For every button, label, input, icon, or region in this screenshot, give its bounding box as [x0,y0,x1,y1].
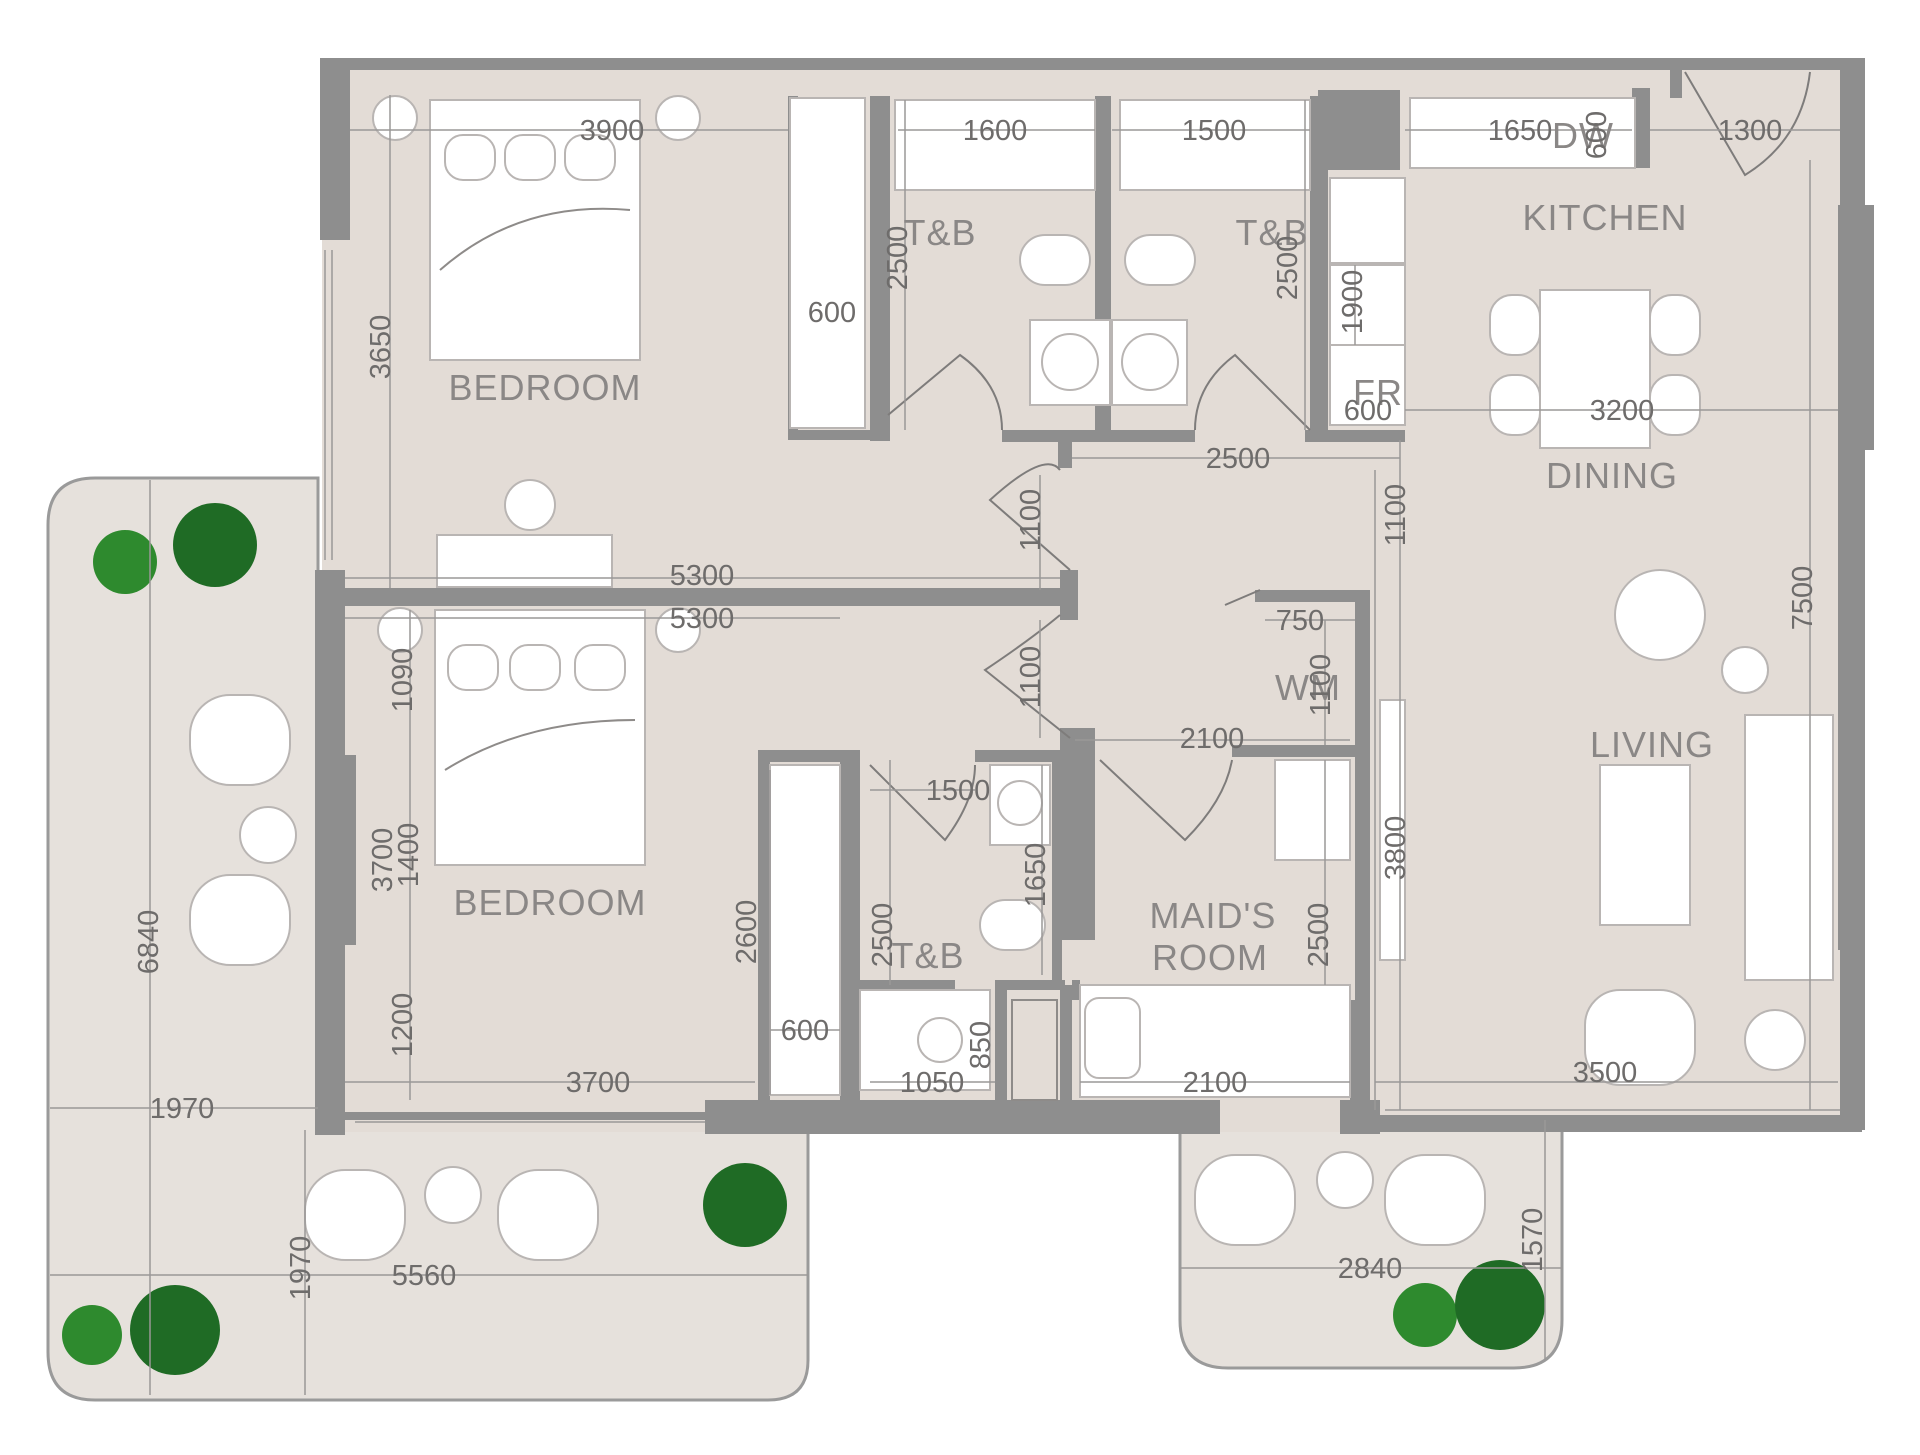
dim-living-7500: 7500 [1787,566,1819,631]
bedroom1-bed [429,99,641,361]
dim-wardrobe2-600: 600 [781,1015,829,1047]
room-label-tb-1: T&B [903,212,976,253]
dim-wardrobe1-600: 600 [808,297,856,329]
exterior-walls [315,58,1874,1135]
dim-tb3-1500: 1500 [926,775,991,807]
nightstands [372,95,701,653]
room-label-kitchen: KITCHEN [1522,197,1687,238]
room-label-fr: FR [1353,372,1403,413]
dim-bed2-1200: 1200 [387,993,419,1058]
dimension-lines [50,95,1840,1395]
room-label-tb-2: T&B [1235,212,1308,253]
dim-corridor-2500: 2500 [1206,443,1271,475]
dim-tb1-width: 1600 [963,115,1028,147]
dim-bed2-3700-v: 3700 [367,828,399,893]
dim-wm-750: 750 [1276,605,1324,637]
dim-tb2-width: 1500 [1182,115,1247,147]
dim-bed2-1090: 1090 [387,648,419,713]
dim-tb3-850: 850 [965,1021,997,1069]
room-label-bedroom-1: BEDROOM [448,367,641,408]
windows [324,250,1840,1123]
room-label-wm: WM [1275,667,1341,708]
dim-balc2-2840: 2840 [1338,1253,1403,1285]
dim-bed2-1400: 1400 [393,823,425,888]
dim-maid-2500: 2500 [1303,903,1335,968]
maid-bed [1079,759,1351,1098]
wardrobe-2 [769,764,841,1096]
dim-living-3800: 3800 [1380,816,1412,881]
dim-entry-1300: 1300 [1718,115,1783,147]
room-label-dw: DW [1552,115,1614,156]
dim-kitchen-width: 1650 [1488,115,1553,147]
balcony-furniture [189,694,1486,1261]
dim-kitchen-600: 600 [1581,111,1613,159]
dim-balc-5560: 5560 [392,1260,457,1292]
dim-bed2-3700-h: 3700 [566,1067,631,1099]
kitchen-fixtures [1329,97,1636,426]
door-swings [869,71,1811,842]
bathroom-fixtures [859,99,1311,1101]
dim-tb3-2500: 2500 [867,903,899,968]
room-label-maids-2: ROOM [1152,937,1268,978]
room-label-bedroom-2: BEDROOM [453,882,646,923]
room-label-tb-3: T&B [891,935,964,976]
dim-fridge-1900: 1900 [1337,270,1369,335]
wardrobe-1 [789,97,866,429]
dimension-labels: 3900 3650 1600 2500 1500 2500 1650 600 1… [133,111,1819,1300]
dim-tb3-1050: 1050 [900,1067,965,1099]
apartment-floor [322,62,1862,1132]
dim-bed1-width: 3900 [580,115,645,147]
dining-table [1489,289,1701,449]
living-furniture [1379,569,1834,1086]
dim-wm-2100: 2100 [1180,723,1245,755]
dim-wardrobe2-2600: 2600 [731,900,763,965]
dim-wm-1100: 1100 [1305,654,1337,716]
dim-corridor-1100-c: 1100 [1380,484,1412,546]
potted-plants [62,503,1806,1375]
dim-maid-2100: 2100 [1183,1067,1248,1099]
dim-fridge-600: 600 [1344,395,1392,427]
room-label-living: LIVING [1590,724,1714,765]
dim-dining-3200: 3200 [1590,395,1655,427]
room-label-maids-1: MAID'S [1150,895,1277,936]
dim-tb3-1650: 1650 [1020,843,1052,908]
dim-corridor-1100-a: 1100 [1015,489,1047,551]
dim-bed2-5300: 5300 [670,603,735,635]
dim-balc-6840: 6840 [133,910,165,975]
room-labels: BEDROOM BEDROOM T&B T&B T&B KITCHEN DINI… [448,115,1714,978]
dim-balc2-1570: 1570 [1517,1208,1549,1273]
dim-bed1-5300: 5300 [670,560,735,592]
room-label-dining: DINING [1546,455,1678,496]
dim-balc-1970-v: 1970 [285,1236,317,1301]
dim-tb1-height: 2500 [882,226,914,291]
bedroom2-bed [434,609,646,866]
dim-balc-1970-h: 1970 [150,1093,215,1125]
dim-living-3500: 3500 [1573,1057,1638,1089]
dim-tb2-height: 2500 [1272,236,1304,301]
dim-corridor-1100-b: 1100 [1015,646,1047,708]
dim-bed1-height: 3650 [365,315,397,380]
